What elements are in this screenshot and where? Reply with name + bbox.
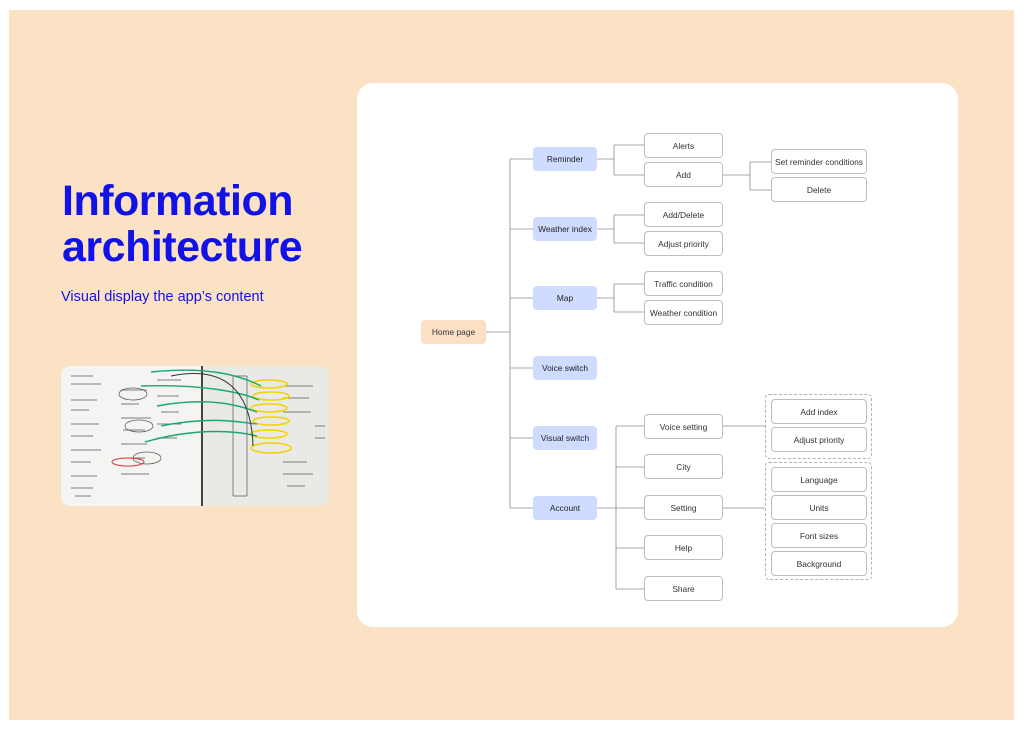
page-subtitle: Visual display the app’s content [61, 289, 264, 305]
node-weather-index: Weather index [533, 217, 597, 241]
node-font-sizes: Font sizes [771, 523, 867, 548]
diagram-card: Home page Reminder Weather index Map Voi… [357, 83, 958, 627]
node-visual-switch: Visual switch [533, 426, 597, 450]
node-add-index: Add index [771, 399, 867, 424]
node-traffic-condition: Traffic condition [644, 271, 723, 296]
setting-group [765, 462, 872, 580]
node-delete: Delete [771, 177, 867, 202]
page-title: Information architecture [62, 177, 303, 271]
node-language: Language [771, 467, 867, 492]
node-voice-adjust-priority: Adjust priority [771, 427, 867, 452]
node-units: Units [771, 495, 867, 520]
node-account: Account [533, 496, 597, 520]
node-set-reminder-conditions: Set reminder conditions [771, 149, 867, 174]
node-voice-setting: Voice setting [644, 414, 723, 439]
node-help: Help [644, 535, 723, 560]
node-map: Map [533, 286, 597, 310]
title-line-1: Information [62, 177, 293, 225]
node-alerts: Alerts [644, 133, 723, 158]
node-reminder: Reminder [533, 147, 597, 171]
node-city: City [644, 454, 723, 479]
node-voice-switch: Voice switch [533, 356, 597, 380]
node-background: Background [771, 551, 867, 576]
node-setting: Setting [644, 495, 723, 520]
whiteboard-sketch-icon [61, 366, 329, 506]
node-adjust-priority: Adjust priority [644, 231, 723, 256]
node-weather-condition: Weather condition [644, 300, 723, 325]
title-line-2: architecture [62, 223, 303, 271]
node-add-delete: Add/Delete [644, 202, 723, 227]
whiteboard-sketch-photo [61, 366, 329, 506]
voice-setting-group [765, 394, 872, 459]
node-add: Add [644, 162, 723, 187]
node-home-page: Home page [421, 320, 486, 344]
node-share: Share [644, 576, 723, 601]
diagram-connectors [486, 144, 771, 590]
